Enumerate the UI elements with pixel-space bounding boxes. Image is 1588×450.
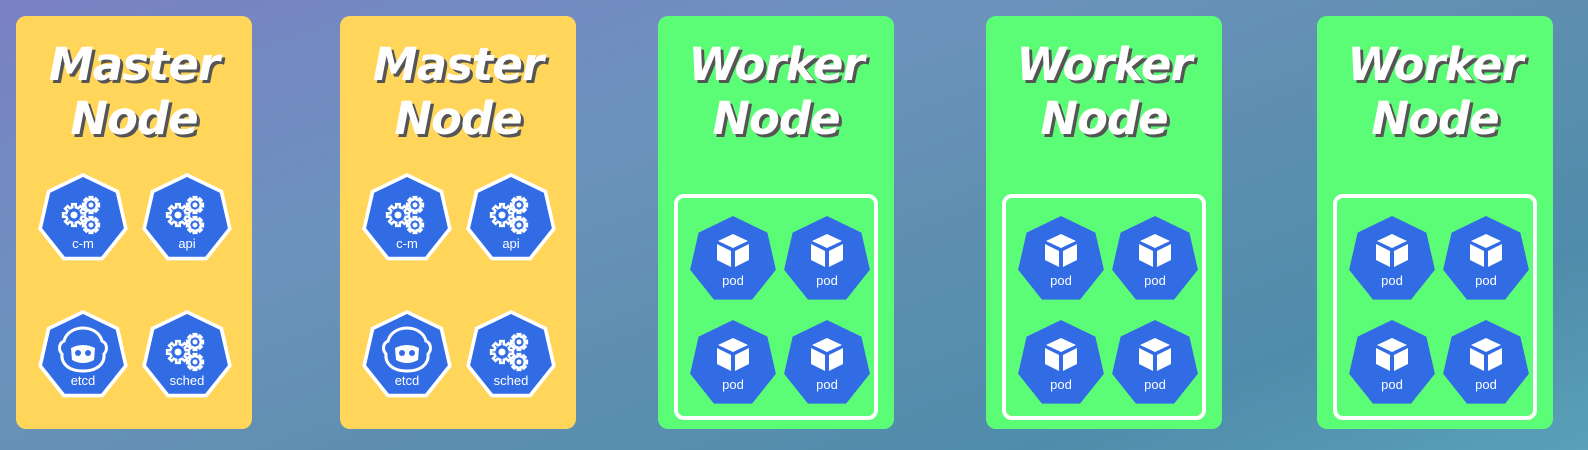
component-label: pod — [1475, 377, 1497, 392]
node-title: Worker Node — [986, 38, 1222, 146]
cube-icon — [811, 234, 843, 267]
component-label: pod — [722, 273, 744, 288]
component-label: pod — [816, 377, 838, 392]
master-node-1: Master Node c-m api etcd sched — [16, 16, 252, 429]
component-label: pod — [1381, 273, 1403, 288]
component-label: pod — [1050, 273, 1072, 288]
title-line-1: Worker — [1347, 38, 1523, 91]
component-label: etcd — [395, 373, 420, 388]
gears-icon — [385, 195, 425, 235]
title-line-2: Node — [70, 92, 198, 145]
component-api-server: api — [142, 171, 232, 265]
node-title: Master Node — [16, 38, 252, 146]
component-label: pod — [1144, 273, 1166, 288]
component-label: pod — [1144, 377, 1166, 392]
component-label: sched — [170, 373, 205, 388]
cube-icon — [717, 234, 749, 267]
component-label: etcd — [71, 373, 96, 388]
title-line-1: Master — [48, 38, 220, 91]
node-title: Master Node — [340, 38, 576, 146]
component-etcd: etcd — [362, 308, 452, 402]
component-controller-manager: c-m — [362, 171, 452, 265]
cube-icon — [1139, 338, 1171, 371]
pod: pod — [1347, 212, 1437, 306]
worker-node-1: Worker Node pod pod pod pod — [658, 16, 894, 429]
title-line-1: Worker — [688, 38, 864, 91]
worker-node-2: Worker Node pod pod pod pod — [986, 16, 1222, 429]
component-label: api — [178, 236, 195, 251]
component-label: pod — [1050, 377, 1072, 392]
gears-icon — [165, 332, 205, 372]
component-api-server: api — [466, 171, 556, 265]
component-scheduler: sched — [466, 308, 556, 402]
cube-icon — [1470, 338, 1502, 371]
cube-icon — [1376, 234, 1408, 267]
title-line-2: Node — [394, 92, 522, 145]
gears-icon — [489, 195, 529, 235]
node-title: Worker Node — [1317, 38, 1553, 146]
title-line-1: Worker — [1016, 38, 1192, 91]
pod: pod — [1347, 316, 1437, 410]
component-label: pod — [1381, 377, 1403, 392]
component-label: api — [502, 236, 519, 251]
etcd-icon — [382, 326, 432, 373]
title-line-1: Master — [372, 38, 544, 91]
component-label: pod — [722, 377, 744, 392]
pod: pod — [688, 212, 778, 306]
pod-group: pod pod pod pod — [674, 194, 878, 420]
cube-icon — [1045, 338, 1077, 371]
component-label: sched — [494, 373, 529, 388]
pod: pod — [1110, 212, 1200, 306]
etcd-icon — [58, 326, 108, 373]
component-label: pod — [1475, 273, 1497, 288]
component-etcd: etcd — [38, 308, 128, 402]
title-line-2: Node — [712, 92, 840, 145]
pod: pod — [1016, 316, 1106, 410]
title-line-2: Node — [1040, 92, 1168, 145]
component-controller-manager: c-m — [38, 171, 128, 265]
gears-icon — [61, 195, 101, 235]
pod: pod — [782, 212, 872, 306]
master-node-2: Master Node c-m api etcd sched — [340, 16, 576, 429]
cube-icon — [1139, 234, 1171, 267]
title-line-2: Node — [1371, 92, 1499, 145]
pod: pod — [782, 316, 872, 410]
pod: pod — [1441, 316, 1531, 410]
pod: pod — [1110, 316, 1200, 410]
cube-icon — [811, 338, 843, 371]
component-label: pod — [816, 273, 838, 288]
pod-group: pod pod pod pod — [1333, 194, 1537, 420]
component-label: c-m — [396, 236, 418, 251]
cube-icon — [717, 338, 749, 371]
pod-group: pod pod pod pod — [1002, 194, 1206, 420]
component-scheduler: sched — [142, 308, 232, 402]
cube-icon — [1470, 234, 1502, 267]
gears-icon — [489, 332, 529, 372]
worker-node-3: Worker Node pod pod pod pod — [1317, 16, 1553, 429]
cube-icon — [1376, 338, 1408, 371]
pod: pod — [1441, 212, 1531, 306]
pod: pod — [688, 316, 778, 410]
node-title: Worker Node — [658, 38, 894, 146]
cube-icon — [1045, 234, 1077, 267]
gears-icon — [165, 195, 205, 235]
pod: pod — [1016, 212, 1106, 306]
component-label: c-m — [72, 236, 94, 251]
